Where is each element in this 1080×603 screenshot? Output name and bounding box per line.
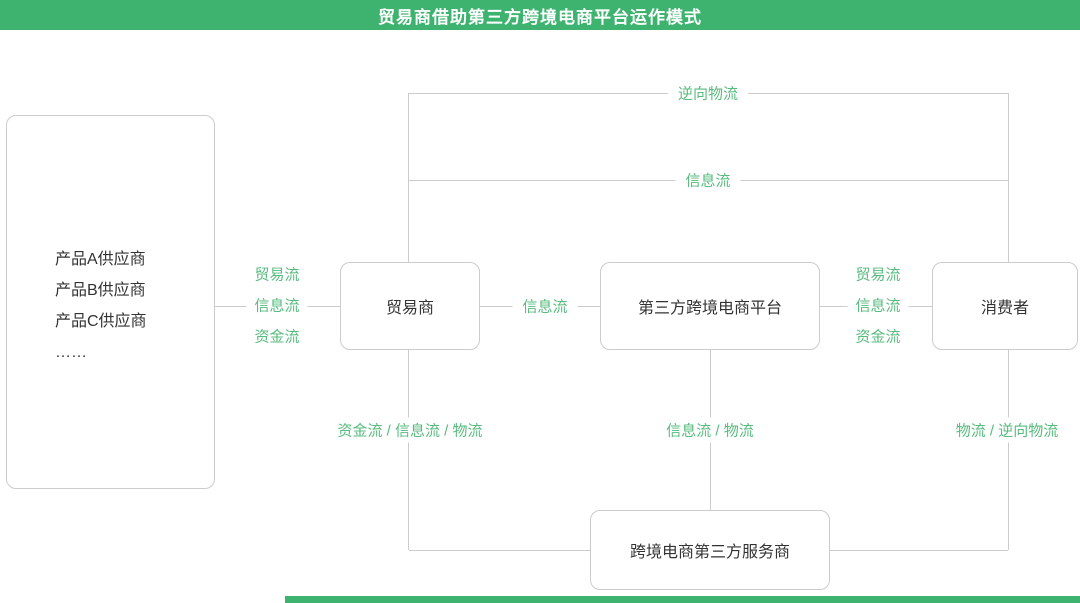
edge-label-trade-flow: 贸易流 [254,266,300,284]
supplier-line-c: 产品C供应商 [55,313,147,330]
supplier-line-a: 产品A供应商 [55,251,146,268]
diagram-title: 贸易商借助第三方跨境电商平台运作模式 [378,7,702,27]
node-suppliers: 产品A供应商 产品B供应商 产品C供应商 …… [6,115,215,489]
edge-label-trade-flow: 贸易流 [855,266,901,284]
supplier-line-ellipsis: …… [55,344,87,361]
connector-consumer-down [1008,350,1009,550]
bottom-accent-bar [285,596,1080,603]
connector-trader-up [408,93,409,262]
node-service-provider-label: 跨境电商第三方服务商 [629,544,790,561]
node-service-provider: 跨境电商第三方服务商 [590,510,830,590]
connector-trader-service [409,550,590,551]
edge-label-platform-service: 信息流 / 物流 [656,417,764,443]
supplier-line-b: 产品B供应商 [55,282,146,299]
edge-label-information-top: 信息流 [675,167,741,193]
edge-label-reverse-logistics: 逆向物流 [667,80,749,106]
node-platform-label: 第三方跨境电商平台 [637,300,782,317]
edge-label-trader-service: 资金流 / 信息流 / 物流 [327,417,493,443]
edge-label-platform-consumer: 贸易流 信息流 资金流 [847,257,909,355]
connector-service-consumer [830,550,1008,551]
node-consumer: 消费者 [932,262,1078,350]
node-trader-label: 贸易商 [385,300,434,317]
edge-label-supplier-trader: 贸易流 信息流 资金流 [246,257,308,355]
edge-label-trader-platform: 信息流 [512,293,578,319]
edge-label-info-flow: 信息流 [855,297,901,315]
edge-label-info-flow: 信息流 [254,297,300,315]
connector-trader-down [408,350,409,550]
supplier-list: 产品A供应商 产品B供应商 产品C供应商 …… [55,244,147,368]
node-consumer-label: 消费者 [980,300,1029,317]
edge-label-capital-flow: 资金流 [254,328,300,346]
edge-label-capital-flow: 资金流 [855,328,901,346]
node-trader: 贸易商 [340,262,480,350]
edge-label-consumer-service: 物流 / 逆向物流 [945,417,1069,443]
node-platform: 第三方跨境电商平台 [600,262,820,350]
title-bar: 贸易商借助第三方跨境电商平台运作模式 [0,0,1080,30]
connector-consumer-up [1008,93,1009,262]
